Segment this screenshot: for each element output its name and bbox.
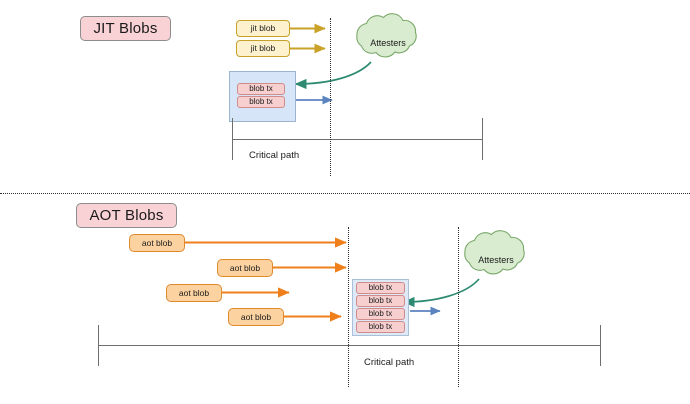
aot-blob-2: aot blob (217, 259, 273, 277)
jit-section-badge: JIT Blobs (80, 16, 171, 41)
jit-timeline-start-cap (232, 118, 234, 160)
jit-blob-arrows (290, 23, 326, 54)
aot-timeline-start-cap (98, 325, 100, 366)
jit-section-title: JIT Blobs (93, 20, 158, 37)
aot-blob-tx-2: blob tx (356, 295, 405, 307)
aot-timeline-end-cap (600, 325, 602, 366)
aot-critical-path-text: Critical path (364, 357, 415, 368)
aot-blob-tx-4: blob tx (356, 321, 405, 333)
jit-blob-tx-label: blob tx (249, 97, 273, 106)
section-divider (0, 193, 690, 194)
aot-blob-3: aot blob (166, 284, 222, 302)
jit-blob-2: jit blob (236, 40, 290, 57)
jit-timeline-end-cap (482, 118, 484, 160)
aot-blob-tx-3: blob tx (356, 308, 405, 320)
aot-blob-tx-label: blob tx (368, 296, 393, 305)
jit-attesters-label: Attesters (360, 39, 416, 48)
jit-blob-label: jit blob (250, 23, 276, 34)
aot-attester-arrow (402, 278, 480, 308)
jit-slot-boundary-dotted (330, 18, 331, 176)
aot-blob-1: aot blob (129, 234, 185, 252)
jit-critical-path-label: Critical path (249, 151, 299, 161)
aot-blob-label: aot blob (240, 311, 272, 322)
aot-blob-label: aot blob (141, 237, 173, 248)
aot-slot-boundary-dotted-left (348, 227, 349, 387)
aot-critical-path-label: Critical path (364, 358, 414, 368)
aot-blob-tx-label: blob tx (368, 309, 393, 318)
aot-blob-tx-label: blob tx (368, 322, 393, 331)
jit-critical-path-text: Critical path (249, 150, 300, 161)
jit-attesters-cloud (356, 13, 417, 58)
jit-timeline-axis (232, 139, 483, 141)
jit-blob-1: jit blob (236, 20, 290, 37)
aot-blob-tx-1: blob tx (356, 282, 405, 294)
aot-blob-label: aot blob (229, 262, 261, 273)
aot-timeline-axis (98, 345, 601, 347)
aot-slot-boundary-dotted-right (458, 227, 459, 387)
jit-blob-label: jit blob (250, 43, 276, 54)
aot-section-title: AOT Blobs (89, 207, 164, 224)
jit-attester-arrow (294, 61, 372, 90)
jit-blob-tx-label: blob tx (249, 84, 273, 93)
aot-blob-4: aot blob (228, 308, 284, 326)
jit-blob-tx-2: blob tx (237, 96, 285, 108)
aot-attesters-text: Attesters (478, 255, 514, 265)
aot-attesters-cloud (464, 230, 525, 275)
aot-blob-tx-label: blob tx (368, 283, 393, 292)
aot-blob-arrows (185, 237, 347, 322)
aot-attesters-label: Attesters (468, 256, 524, 265)
aot-blob-label: aot blob (178, 287, 210, 298)
aot-section-badge: AOT Blobs (76, 203, 177, 228)
jit-attesters-text: Attesters (370, 38, 406, 48)
jit-blob-tx-1: blob tx (237, 83, 285, 95)
